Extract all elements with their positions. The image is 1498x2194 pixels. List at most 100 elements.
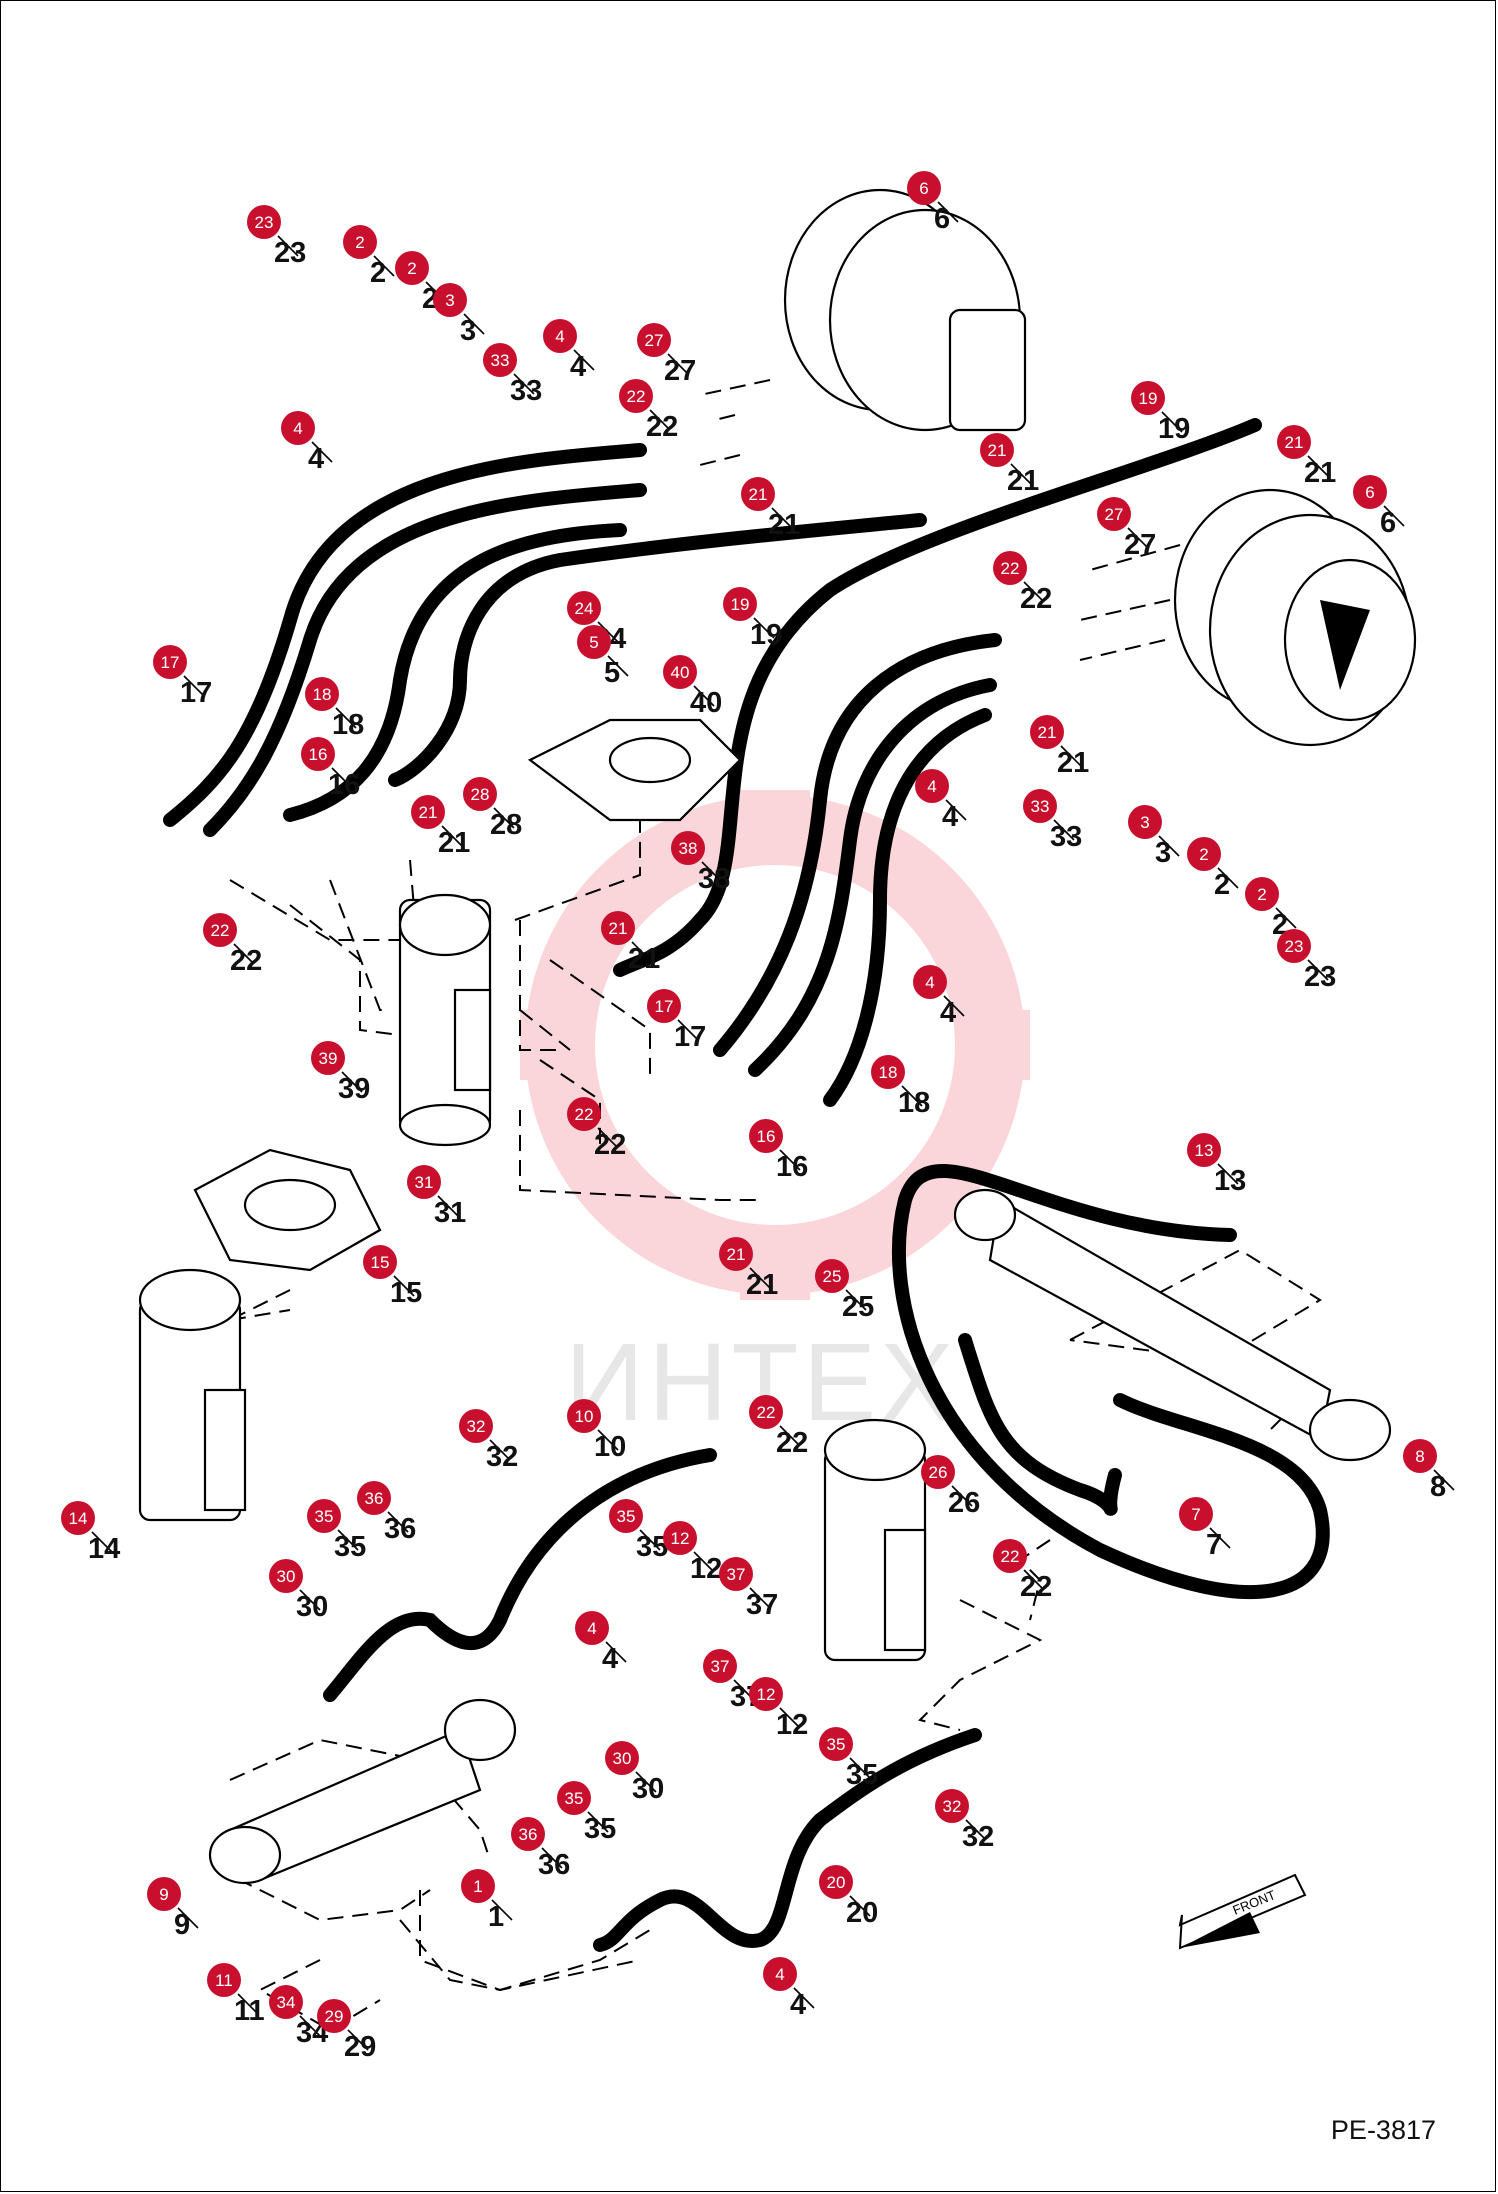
callout-leader-line xyxy=(849,1757,871,1779)
callout-leader-line xyxy=(597,1127,619,1149)
callout-leader-line xyxy=(901,1085,923,1107)
callout-leader-line xyxy=(299,2015,321,2037)
callout-leader-line xyxy=(1433,1469,1455,1491)
callout-3: 33 xyxy=(1128,805,1180,869)
callout-badge-number: 19 xyxy=(1139,389,1158,408)
callout-leader-line xyxy=(441,825,463,847)
part-number-label: 4 xyxy=(940,997,956,1029)
callout-6: 66 xyxy=(1353,475,1405,539)
callout-badge xyxy=(411,795,445,829)
callout-badge xyxy=(723,587,757,621)
callout-badge-number: 18 xyxy=(879,1063,898,1082)
callout-badge-number: 4 xyxy=(555,327,564,346)
part-number-label: 4 xyxy=(790,1989,806,2021)
part-number-label: 12 xyxy=(776,1709,808,1741)
part-number-label: 2 xyxy=(1214,869,1230,901)
part-number-label: 4 xyxy=(308,443,324,475)
page-code: PE-3817 xyxy=(1330,2115,1436,2145)
part-number-label: 8 xyxy=(1430,1471,1446,1503)
callout-leader-line xyxy=(573,349,595,371)
callout-badge xyxy=(269,1559,303,1593)
callout-badge-number: 22 xyxy=(211,921,230,940)
callout-badge xyxy=(815,1259,849,1293)
part-number-label: 19 xyxy=(1158,413,1190,445)
callout-badge-number: 6 xyxy=(1365,483,1374,502)
part-number-label: 28 xyxy=(490,809,522,841)
callout-badge xyxy=(357,1481,391,1515)
part-number-label: 25 xyxy=(842,1291,874,1323)
callout-badge xyxy=(1187,837,1221,871)
part-number-label: 3 xyxy=(460,315,476,347)
part-number-label: 30 xyxy=(296,1591,328,1623)
callout-badge-number: 21 xyxy=(727,1245,746,1264)
callout-badge-number: 35 xyxy=(827,1735,846,1754)
callout-leader-line xyxy=(965,1819,987,1841)
part-number-label: 7 xyxy=(1206,1529,1222,1561)
callout-leader-line xyxy=(693,685,715,707)
part-number-label: 6 xyxy=(934,203,950,235)
callout-badge xyxy=(1128,805,1162,839)
callout-leader-line xyxy=(347,2029,369,2051)
callout-leader-line xyxy=(1010,463,1032,485)
callout-badge-number: 25 xyxy=(823,1267,842,1286)
callout-leader-line xyxy=(337,1529,359,1551)
callout-badge xyxy=(609,1499,643,1533)
callout-leader-line xyxy=(635,1771,657,1793)
callout-badge-number: 9 xyxy=(159,1885,168,1904)
callout-badge xyxy=(463,777,497,811)
callout-2: 22 xyxy=(343,225,395,289)
callout-24: 2424 xyxy=(567,591,626,655)
callout-leader-line xyxy=(667,353,689,375)
part-number-label: 38 xyxy=(698,863,730,895)
callout-badge xyxy=(719,1557,753,1591)
part-number-label: 3 xyxy=(1155,837,1171,869)
part-number-label: 16 xyxy=(328,769,360,801)
callout-badge-number: 29 xyxy=(325,2007,344,2026)
callout-leader-line xyxy=(1060,745,1082,767)
callout-badge xyxy=(317,1999,351,2033)
callout-badge xyxy=(663,655,697,689)
callout-badge xyxy=(1245,877,1279,911)
callout-badge xyxy=(719,1237,753,1271)
part-number-label: 22 xyxy=(776,1427,808,1459)
callout-leader-line xyxy=(779,1149,801,1171)
callout-leader-line xyxy=(587,1811,609,1833)
part-number-label: 21 xyxy=(1007,465,1039,497)
callout-leader-line xyxy=(277,235,299,257)
callout-badge xyxy=(461,1869,495,1903)
callout-leader-line xyxy=(1161,411,1183,433)
part-number-label: 22 xyxy=(1020,1571,1052,1603)
callout-leader-line xyxy=(1209,1527,1231,1549)
rotary-joint-left xyxy=(138,1268,247,1522)
part-number-label: 37 xyxy=(746,1589,778,1621)
part-number-label: 40 xyxy=(690,687,722,719)
part-number-label: 5 xyxy=(604,657,620,689)
callout-badge xyxy=(305,677,339,711)
callout-badge xyxy=(980,433,1014,467)
callout-badge xyxy=(311,1041,345,1075)
callout-badge xyxy=(395,251,429,285)
part-number-label: 27 xyxy=(1124,529,1156,561)
part-number-label: 33 xyxy=(510,375,542,407)
callout-badge-number: 30 xyxy=(613,1749,632,1768)
callout-badge-number: 3 xyxy=(445,291,454,310)
callout-badge xyxy=(1403,1439,1437,1473)
callout-leader-line xyxy=(605,1641,627,1663)
callout-1: 11 xyxy=(461,1869,513,1933)
